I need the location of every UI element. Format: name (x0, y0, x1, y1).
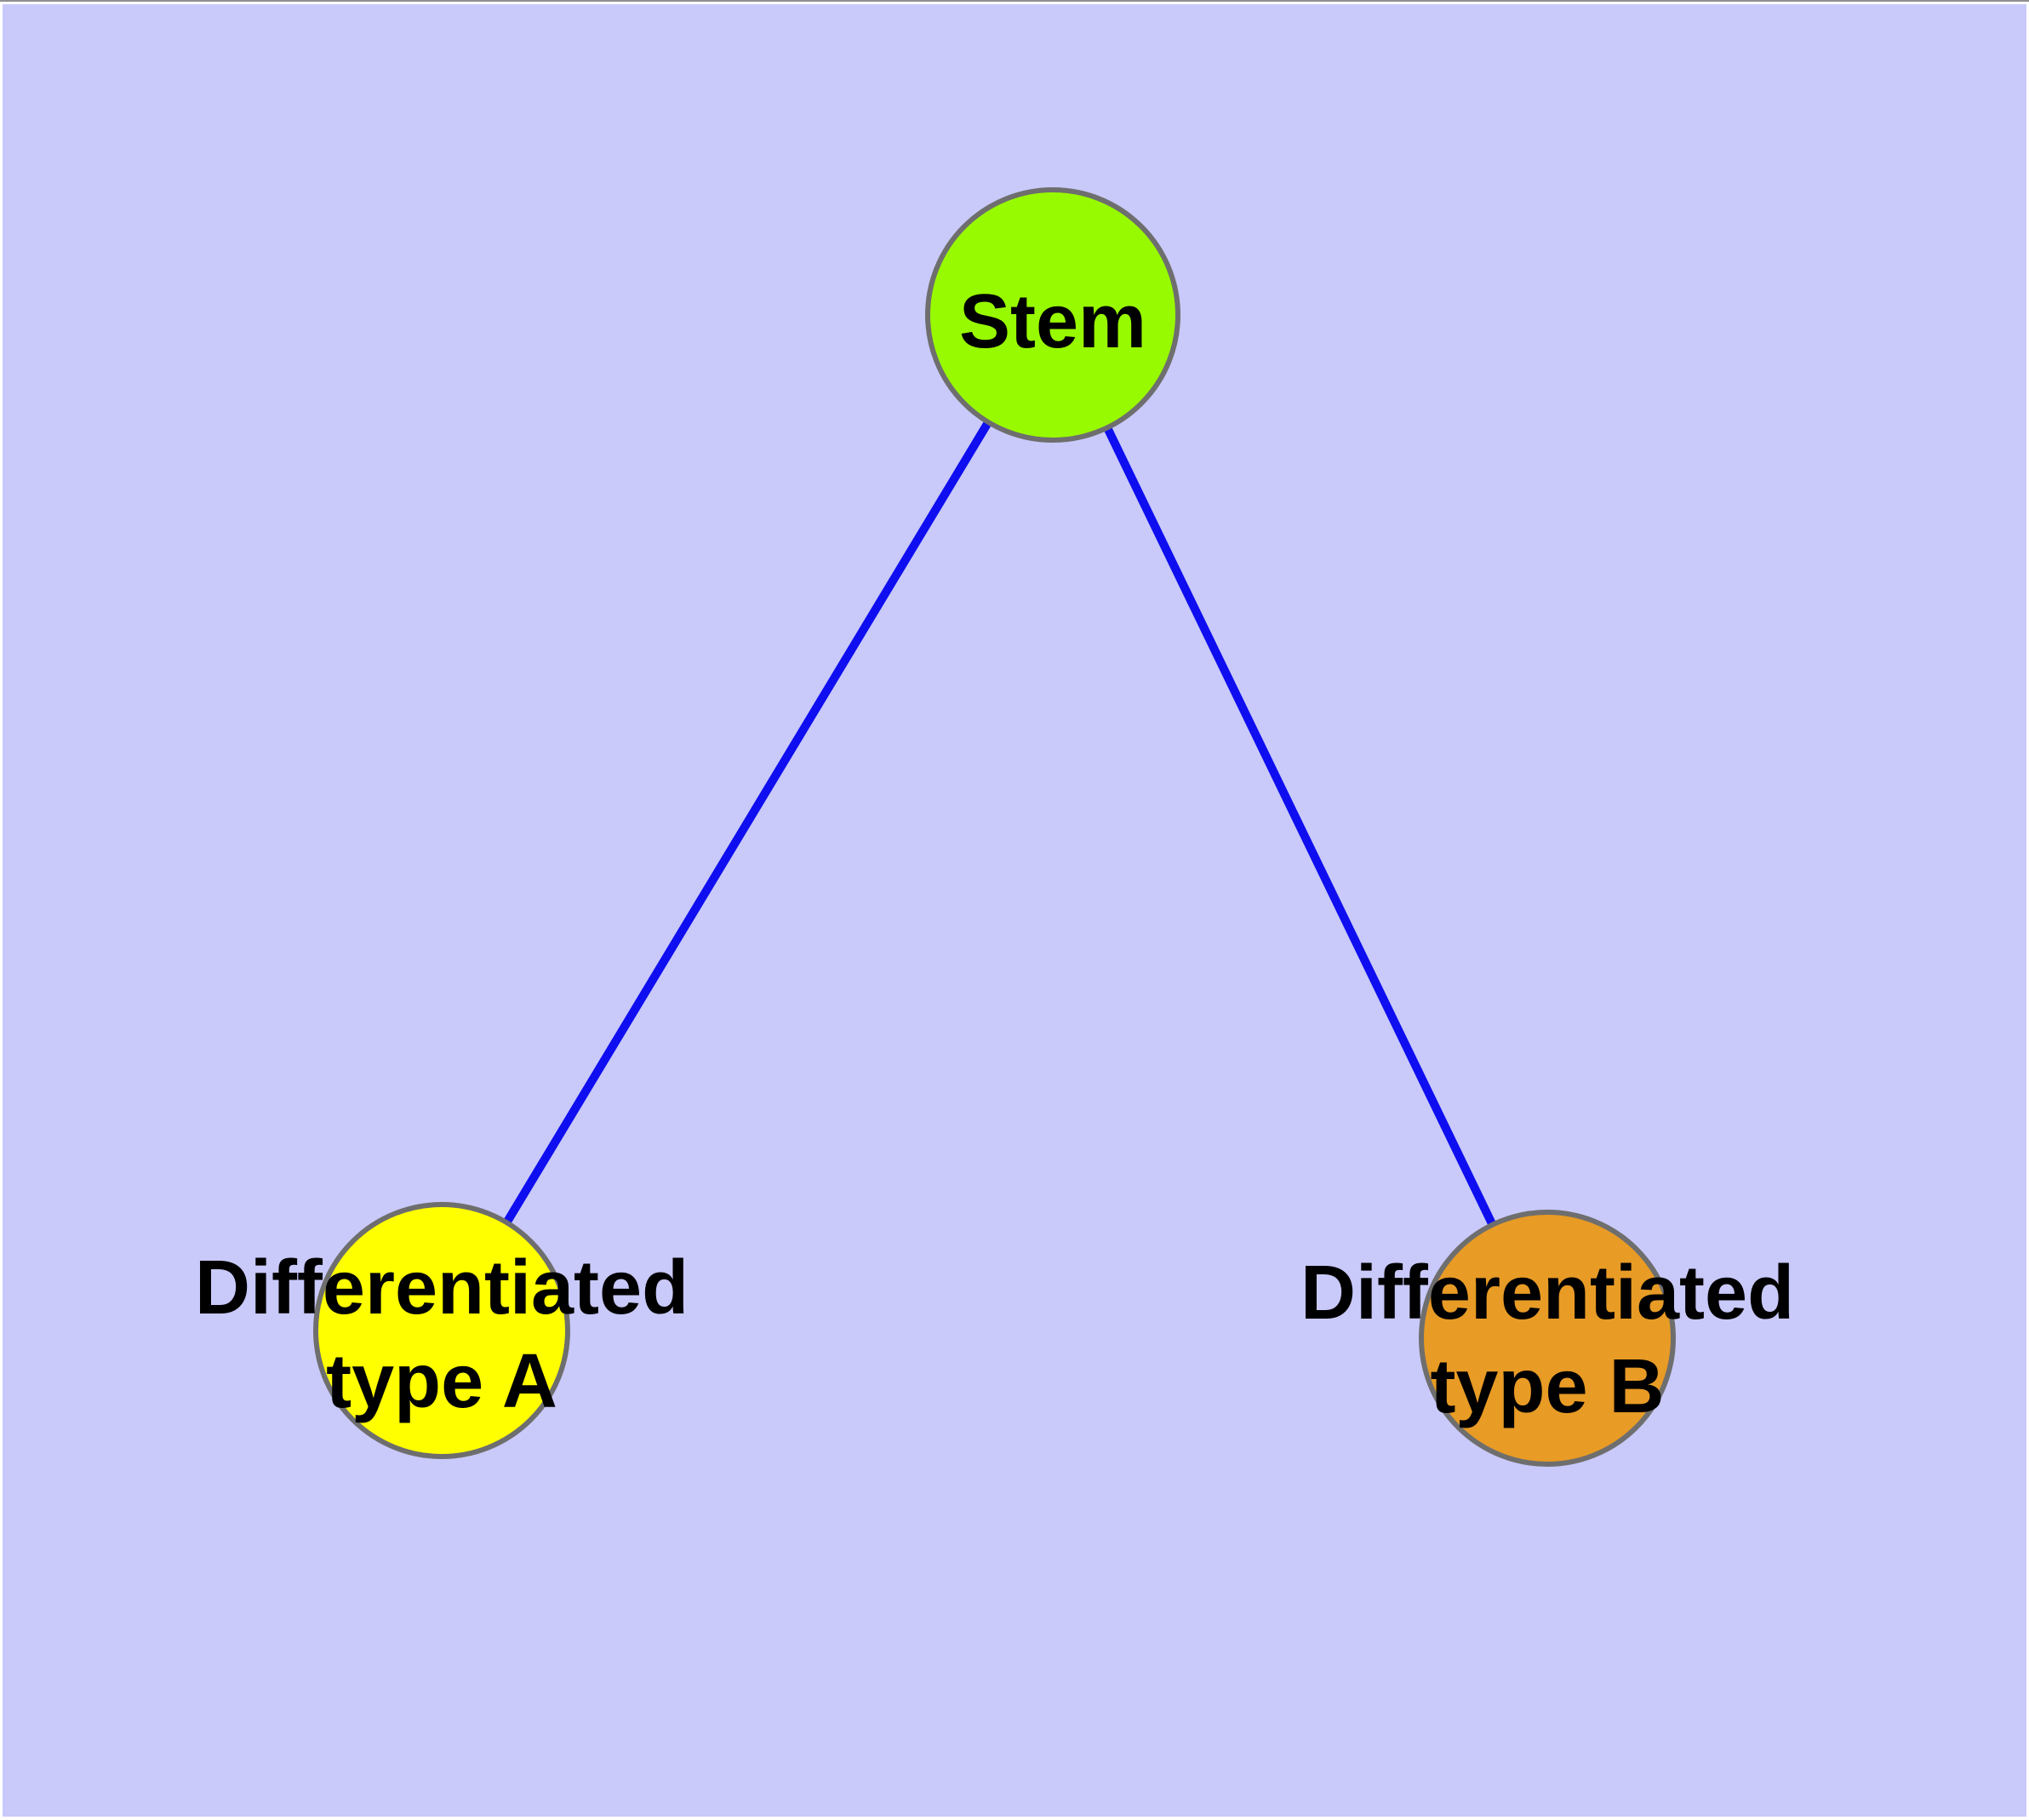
node-stem[interactable] (925, 187, 1180, 443)
node-differentiated-type-b[interactable] (1419, 1210, 1676, 1467)
node-differentiated-type-a[interactable] (313, 1202, 570, 1459)
diagram-canvas: Stem Differentiated type A Differentiate… (3, 4, 2026, 1817)
window-top-edge (0, 0, 2029, 2)
edge-stem-to-type-a (437, 312, 1057, 1333)
edge-stem-to-type-b (1049, 312, 1552, 1341)
graph-svg (313, 187, 1676, 1467)
